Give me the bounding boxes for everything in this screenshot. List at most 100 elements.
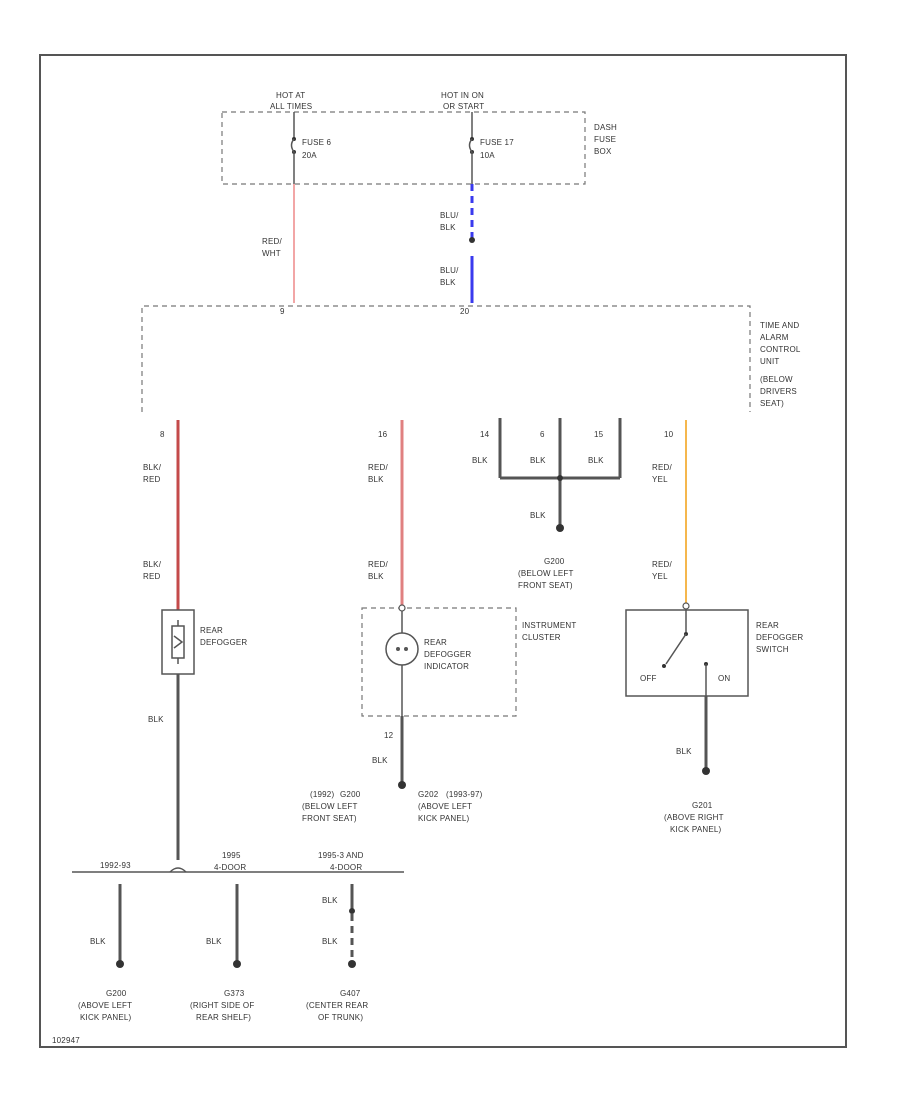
ground-icon-g407 [348, 960, 356, 968]
indicator-label-c: INDICATOR [424, 662, 469, 671]
branch-1992-93-label: 1992-93 [100, 861, 131, 870]
g200-bottom-label-a: G200 [106, 989, 127, 998]
switch-on-label: ON [718, 674, 730, 683]
wire-blk-red2-label-b: RED [143, 572, 161, 581]
fuse-box-label-1: DASH [594, 123, 617, 132]
g200-1992-label-d: FRONT SEAT) [302, 814, 357, 823]
g200-label-a: G200 [544, 557, 565, 566]
figure-code: 102947 [52, 1036, 80, 1045]
wire-red-wht-label-a: RED/ [262, 237, 282, 246]
instrument-cluster-label-b: CLUSTER [522, 633, 561, 642]
ground-icon-g201 [702, 767, 710, 775]
indicator-label-a: REAR [424, 638, 447, 647]
ground-icon-g200-bottom [116, 960, 124, 968]
g202-label-b: (1993-97) [446, 790, 483, 799]
control-unit-label-5: (BELOW [760, 375, 793, 384]
hot1-label: HOT AT [276, 91, 305, 100]
wire-blk-c4-label: BLK [530, 511, 546, 520]
fuse-box-label-3: BOX [594, 147, 612, 156]
control-unit-label-4: UNIT [760, 357, 779, 366]
g200-bottom-label-c: KICK PANEL) [80, 1013, 132, 1022]
g200-bottom-label-b: (ABOVE LEFT [78, 1001, 132, 1010]
fuse1-label: FUSE 6 [302, 138, 332, 147]
pin-10-label: 10 [664, 430, 674, 439]
wire-red-yel-label-a: RED/ [652, 463, 672, 472]
g407-label-c: OF TRUNK) [318, 1013, 363, 1022]
branch-1995-label-a: 1995 [222, 851, 241, 860]
fuse-box-label-2: FUSE [594, 135, 616, 144]
wire-blu-blk-label-b: BLK [440, 223, 456, 232]
pin-8-label: 8 [160, 430, 165, 439]
rear-defogger-label-b: DEFOGGER [200, 638, 247, 647]
g373-label-c: REAR SHELF) [196, 1013, 251, 1022]
g200-1992-label-c: (BELOW LEFT [302, 802, 358, 811]
wire-red-blk2-label-a: RED/ [368, 560, 388, 569]
g407-label-a: G407 [340, 989, 361, 998]
wire-blk-bottom-3a-label: BLK [322, 896, 338, 905]
fuse2-label: FUSE 17 [480, 138, 514, 147]
defogger-indicator-bulb-icon [385, 604, 419, 716]
pin-16-label: 16 [378, 430, 388, 439]
ground-icon-g373 [233, 960, 241, 968]
rear-defogger-label-a: REAR [200, 626, 223, 635]
control-unit-label-2: ALARM [760, 333, 789, 342]
wire-red-wht-label-b: WHT [262, 249, 281, 258]
hot1-sub-label: ALL TIMES [270, 102, 312, 111]
control-unit-label-3: CONTROL [760, 345, 801, 354]
pin-12-label: 12 [384, 731, 394, 740]
wire-blk-c1-label: BLK [472, 456, 488, 465]
g202-label-d: KICK PANEL) [418, 814, 470, 823]
g200-label-b: (BELOW LEFT [518, 569, 574, 578]
control-unit-label-7: SEAT) [760, 399, 784, 408]
wire-blk-col2-label: BLK [372, 756, 388, 765]
fuse2-amp: 10A [480, 151, 495, 160]
wire-red-blk2-label-b: BLK [368, 572, 384, 581]
wire-blk-bottom-3b-label: BLK [322, 937, 338, 946]
g407-label-b: (CENTER REAR [306, 1001, 368, 1010]
pin-9-label: 9 [280, 307, 285, 316]
wire-blk-col4-label: BLK [676, 747, 692, 756]
time-alarm-control-unit-box [141, 305, 751, 412]
g200-1992-label-a: (1992) [310, 790, 334, 799]
g200-1992-label-b: G200 [340, 790, 361, 799]
hot2-sub-label: OR START [443, 102, 484, 111]
g201-label-a: G201 [692, 801, 713, 810]
wire-blk-bottom-2-label: BLK [206, 937, 222, 946]
wire-blk-red2-label-a: BLK/ [143, 560, 162, 569]
switch-label-a: REAR [756, 621, 779, 630]
wire-red-yel2-label-b: YEL [652, 572, 668, 581]
g200-label-c: FRONT SEAT) [518, 581, 573, 590]
fuse1-amp: 20A [302, 151, 317, 160]
wire-blk-c3-label: BLK [588, 456, 604, 465]
branch-1995-3-4door-label-b: 4-DOOR [330, 863, 362, 872]
rear-defogger-symbol [161, 609, 195, 675]
splice-dot-ground [557, 475, 563, 481]
instrument-cluster-box [361, 607, 517, 717]
branch-1995-label-b: 4-DOOR [214, 863, 246, 872]
wire-blk-bottom-1-label: BLK [90, 937, 106, 946]
g373-label-a: G373 [224, 989, 245, 998]
bus-junction-jog [169, 867, 187, 873]
wire-blu-blk2-label-a: BLU/ [440, 266, 459, 275]
wire-blk-col1-label: BLK [148, 715, 164, 724]
wire-blk-red-label-a: BLK/ [143, 463, 162, 472]
splice-dot-bottom [349, 908, 355, 914]
switch-label-c: SWITCH [756, 645, 789, 654]
branch-1995-3-4door-label-a: 1995-3 AND [318, 851, 364, 860]
hot2-label: HOT IN ON [441, 91, 484, 100]
rear-defogger-switch-box [625, 609, 749, 697]
switch-off-label: OFF [640, 674, 657, 683]
fuse-6-symbol [290, 112, 296, 184]
wire-red-blk-label-a: RED/ [368, 463, 388, 472]
wire-blu-blk-label-a: BLU/ [440, 211, 459, 220]
wire-red-blk-label-b: BLK [368, 475, 384, 484]
ground-icon-g200 [556, 524, 564, 532]
wire-blk-c2-label: BLK [530, 456, 546, 465]
switch-label-b: DEFOGGER [756, 633, 803, 642]
g373-label-b: (RIGHT SIDE OF [190, 1001, 254, 1010]
g201-label-b: (ABOVE RIGHT [664, 813, 724, 822]
pin-20-label: 20 [460, 307, 470, 316]
control-unit-label-6: DRIVERS [760, 387, 797, 396]
control-unit-label-1: TIME AND [760, 321, 799, 330]
